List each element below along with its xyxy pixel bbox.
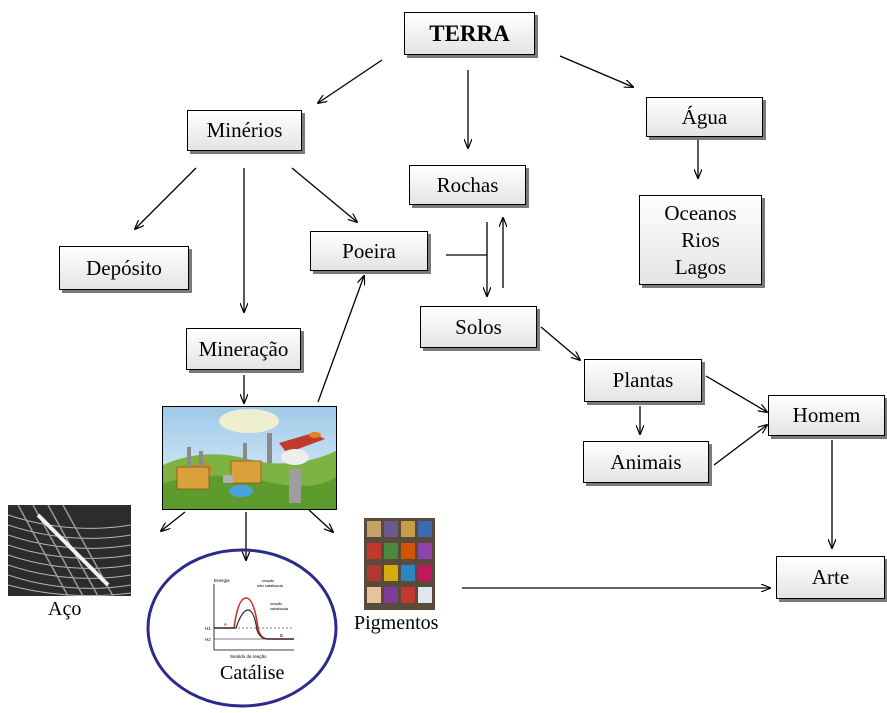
rios-label: Rios: [681, 227, 720, 252]
arrow-solos-plantas: [540, 326, 580, 360]
oceanos-label: Oceanos: [664, 200, 737, 225]
catalise-ellipse: [146, 548, 338, 708]
graph-cat-2: catalisada: [270, 606, 289, 611]
node-plantas: Plantas: [584, 359, 702, 402]
node-minerios: Minérios: [187, 110, 302, 151]
node-agua: Água: [646, 97, 763, 137]
arrow-plantas-homem: [705, 375, 767, 412]
catalise-graph: Energia reação não catalisada reação cat…: [200, 576, 296, 664]
node-solos: Solos: [420, 306, 537, 348]
node-terra: TERRA: [404, 12, 535, 55]
graph-cat-1: reação: [270, 601, 283, 606]
industry-illustration: [162, 406, 337, 510]
graph-uncat-1: reação: [262, 578, 275, 583]
node-rochas: Rochas: [409, 165, 526, 205]
caption-aco: Aço: [48, 598, 82, 620]
arrow-minerios-poeira: [291, 167, 357, 222]
graph-b: B: [280, 633, 283, 638]
arrow-industry-pigmentos: [308, 509, 333, 532]
graph-a: A: [224, 622, 227, 627]
node-mineracao: Mineração: [186, 328, 301, 370]
graph-h2: H2: [205, 637, 211, 642]
graph-uncat-2: não catalisada: [257, 583, 284, 588]
node-homem: Homem: [768, 395, 885, 436]
node-animais: Animais: [583, 441, 709, 483]
graph-xlabel: Sentido da reação: [230, 654, 267, 659]
aco-image: [8, 505, 131, 596]
arrow-animais-homem: [713, 425, 767, 466]
arrow-minerios-deposito: [135, 167, 197, 229]
graph-h1: H1: [205, 626, 211, 631]
lagos-label: Lagos: [674, 254, 727, 279]
arrow-industry-aco: [161, 511, 186, 531]
graph-ylabel: Energia: [214, 578, 230, 583]
pigmentos-image: [364, 518, 435, 610]
node-oceanos-rios-lagos: Oceanos Rios Lagos: [639, 195, 762, 285]
arrow-terra-minerios: [318, 59, 383, 103]
caption-catalise: Catálise: [220, 662, 285, 684]
node-poeira: Poeira: [310, 231, 428, 271]
node-arte: Arte: [776, 556, 885, 599]
arrow-terra-agua: [559, 55, 633, 87]
node-deposito: Depósito: [59, 246, 189, 290]
caption-pigmentos: Pigmentos: [354, 612, 439, 634]
arrow-industry-poeira: [317, 276, 364, 403]
